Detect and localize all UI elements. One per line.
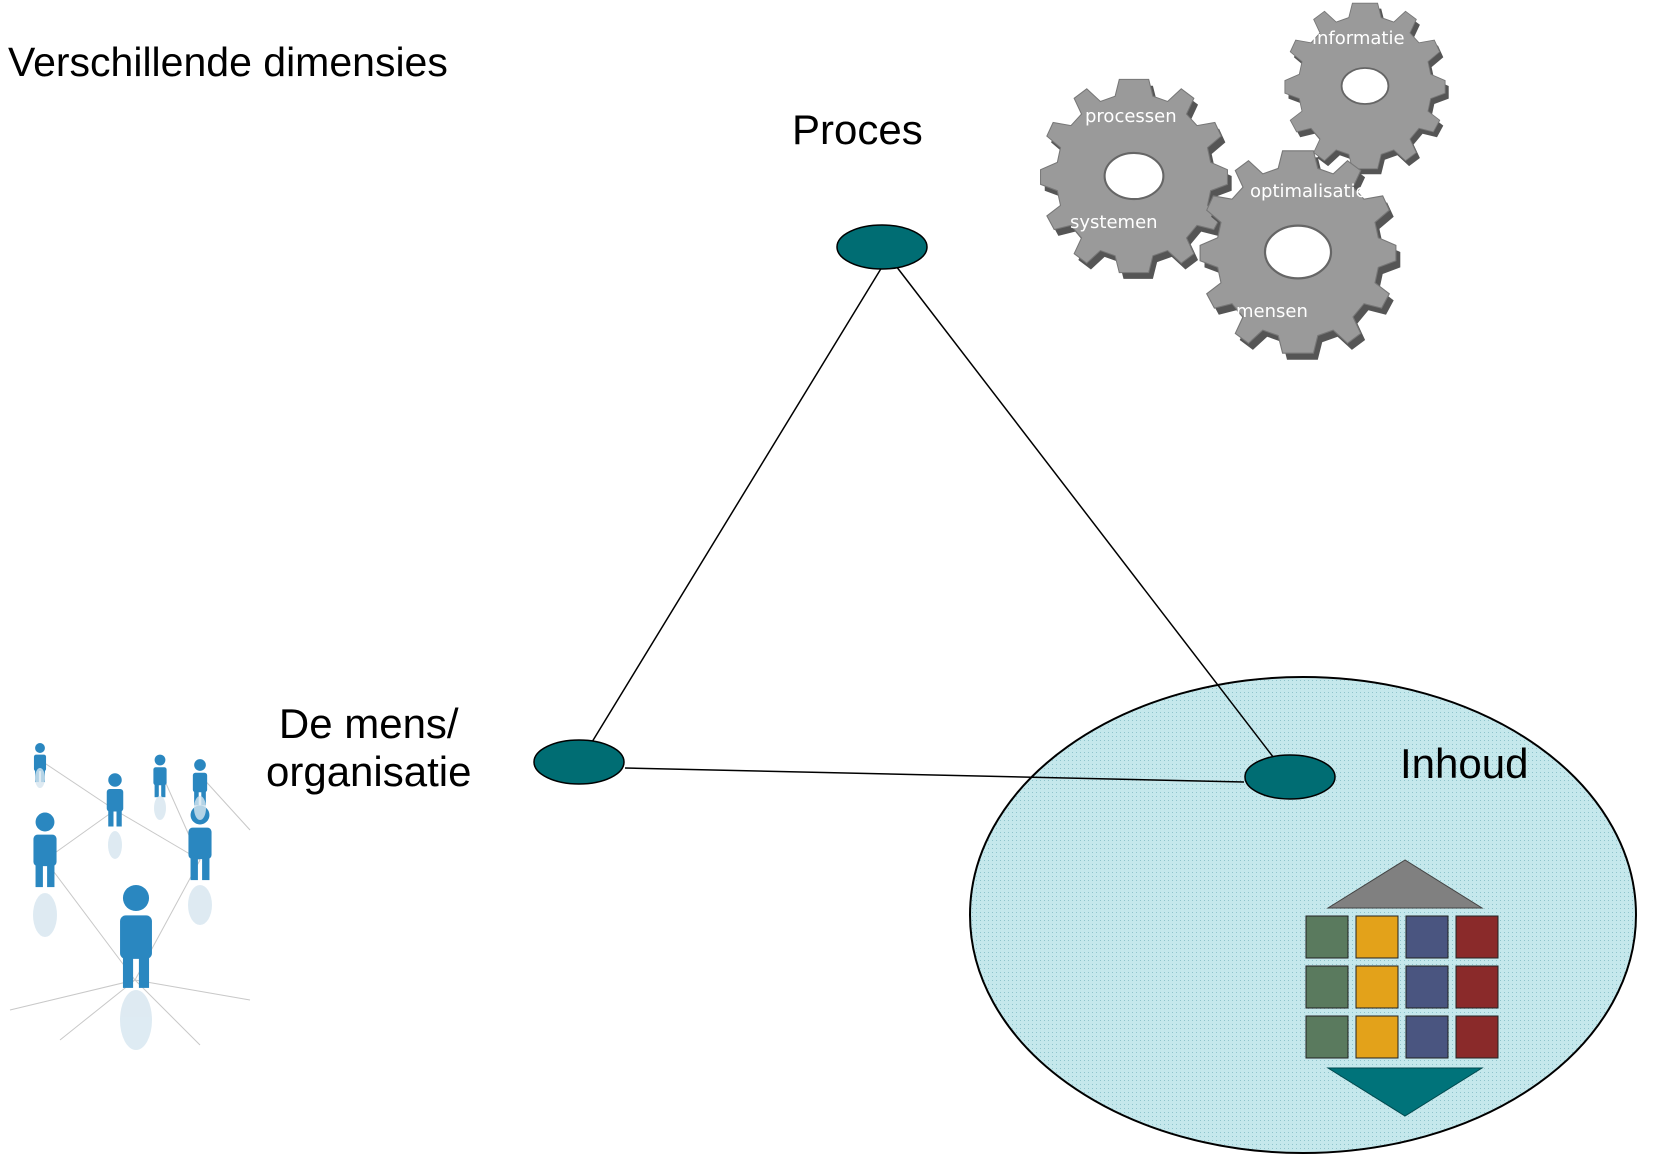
node-label-mens-line1: De mens/ [278, 700, 459, 747]
edge-proces-inhoud [895, 265, 1278, 763]
inhoud-area [969, 676, 1637, 1154]
node-label-mens: De mens/ organisatie [266, 700, 471, 797]
content-grid-icon [1305, 859, 1499, 1117]
edge-mens-inhoud [624, 767, 1245, 783]
node-label-proces: Proces [792, 106, 923, 153]
gears-icon: processen systemen informatie optimalisa… [1040, 2, 1449, 360]
edge-proces-mens [591, 266, 883, 743]
gear-label-processen: processen [1085, 106, 1177, 127]
people-network-icon [9, 743, 251, 1050]
gear-label-optimalisatie: optimalisatie [1250, 181, 1367, 202]
node-inhoud[interactable] [1244, 754, 1336, 800]
node-label-mens-line2: organisatie [266, 748, 472, 796]
gear-label-informatie: informatie [1312, 28, 1405, 49]
node-mens[interactable] [533, 739, 625, 785]
node-proces[interactable] [836, 224, 928, 270]
slide-title: Verschillende dimensies [8, 39, 448, 85]
gear-label-systemen: systemen [1070, 212, 1158, 233]
node-label-inhoud: Inhoud [1400, 740, 1529, 787]
gear-label-mensen: mensen [1236, 301, 1308, 322]
